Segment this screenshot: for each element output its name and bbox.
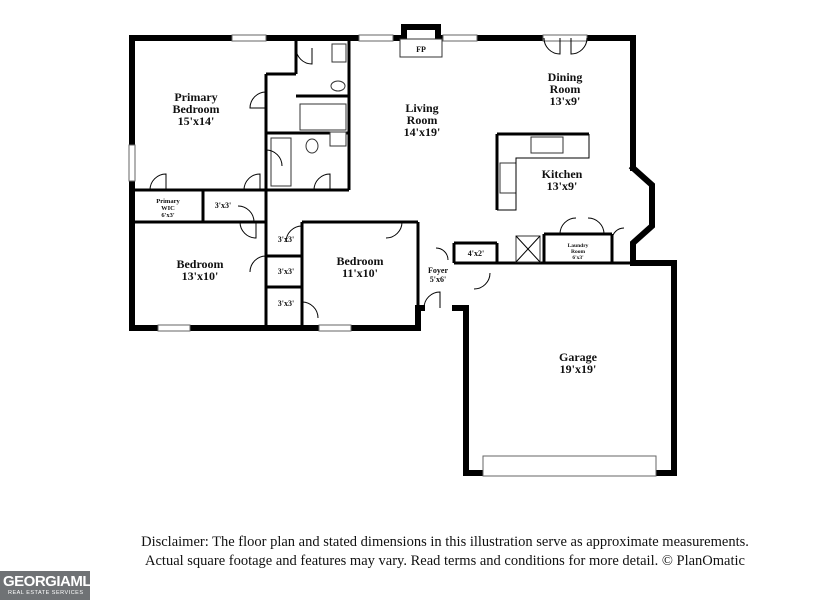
primary-wic-dim: 6'x3'	[161, 212, 175, 219]
primary-bedroom-name-2: Bedroom	[172, 102, 219, 116]
disclaimer: Disclaimer: The floor plan and stated di…	[100, 533, 790, 571]
closet-b-dim: 3'x3'	[278, 235, 294, 244]
bedroom-left-name: Bedroom	[176, 257, 223, 271]
fireplace-label: FP	[416, 45, 426, 54]
closet-a-dim: 3'x3'	[215, 201, 231, 210]
living-room-dim: 14'x19'	[404, 125, 441, 139]
primary-bedroom-name-1: Primary	[174, 90, 217, 104]
bedroom-right-dim: 11'x10'	[342, 266, 378, 280]
bedroom-left-dim: 13'x10'	[182, 269, 219, 283]
bedroom-right-name: Bedroom	[336, 254, 383, 268]
closet-e-dim: 4'x2'	[468, 249, 484, 258]
dining-room-name-1: Dining	[548, 70, 583, 84]
logo-brand: GEORGIAMLS	[3, 573, 101, 590]
interior-walls	[132, 38, 633, 328]
georgia-mls-logo: GEORGIAMLS REAL ESTATE SERVICES	[0, 571, 101, 600]
foyer-name: Foyer	[428, 266, 448, 275]
laundry-dim: 6'x3'	[572, 255, 584, 261]
door-swings	[149, 37, 625, 319]
closet-d-dim: 3'x3'	[278, 299, 294, 308]
windows	[128, 34, 657, 477]
foyer-dim: 5'x6'	[430, 275, 446, 284]
laundry-name-2: Room	[571, 249, 585, 255]
laundry-name-1: Laundry	[568, 243, 589, 249]
fixtures	[270, 38, 590, 263]
room-labels: FP Primary Bedroom 15'x14' Living Room 1…	[156, 45, 597, 376]
kitchen-name: Kitchen	[542, 167, 583, 181]
primary-wic-name-2: WIC	[161, 205, 175, 212]
disclaimer-line-2: Actual square footage and features may v…	[145, 553, 745, 569]
garage-dim: 19'x19'	[560, 362, 597, 376]
primary-wic-name-1: Primary	[156, 198, 180, 205]
logo-subtitle: REAL ESTATE SERVICES	[8, 590, 84, 596]
dining-room-dim: 13'x9'	[550, 94, 581, 108]
kitchen-dim: 13'x9'	[547, 179, 578, 193]
garage-name: Garage	[559, 350, 598, 364]
floor-plan: FP Primary Bedroom 15'x14' Living Room 1…	[128, 24, 677, 477]
disclaimer-line-1: Disclaimer: The floor plan and stated di…	[141, 534, 749, 550]
primary-bedroom-dim: 15'x14'	[178, 114, 215, 128]
closet-c-dim: 3'x3'	[278, 267, 294, 276]
living-room-name-1: Living	[405, 101, 438, 115]
dining-room-name-2: Room	[550, 82, 581, 96]
living-room-name-2: Room	[407, 113, 438, 127]
